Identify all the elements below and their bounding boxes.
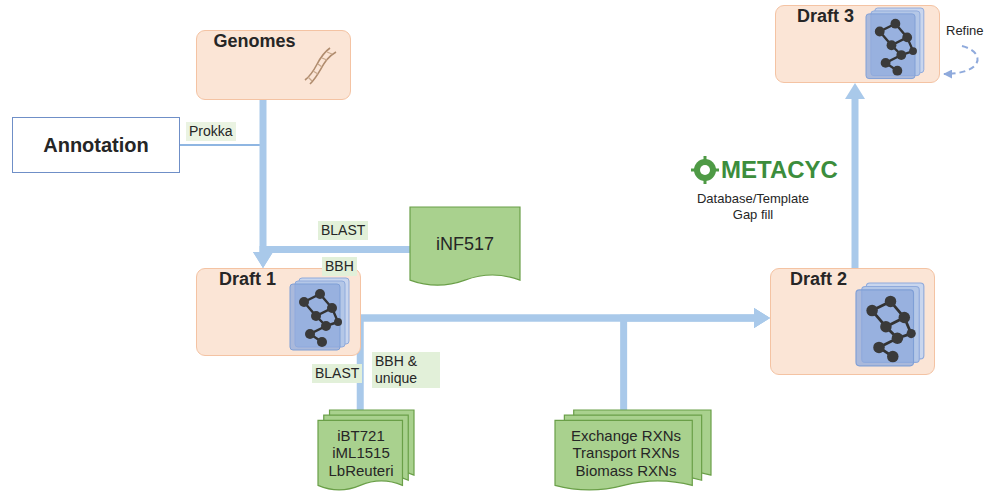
node-text: iNF517 <box>436 234 494 255</box>
flow-arrow <box>624 318 754 410</box>
text-holder: iBT721 iML1515 LbReuteri <box>318 410 414 496</box>
text-holder: Draft 3 <box>776 6 939 82</box>
dna-icon <box>305 48 336 84</box>
flow-arrow <box>180 145 263 258</box>
text-holder: Draft 1 <box>197 269 360 355</box>
draft-box: Draft 3 <box>775 5 940 83</box>
logo-text: METACYC <box>718 155 841 186</box>
refine-loop <box>944 46 978 74</box>
flow-arrow <box>852 99 859 268</box>
text-holder: Draft 2 <box>771 269 934 374</box>
draft-box: Draft 2 <box>770 268 935 375</box>
method-label: BBH <box>322 257 357 276</box>
flow-arrow <box>360 318 754 410</box>
model-document-stack: iBT721 iML1515 LbReuteri <box>318 410 414 496</box>
text-holder: Annotation <box>13 118 179 172</box>
step-label: Database/Template Gap fill <box>680 190 826 223</box>
flow-arrow <box>260 100 267 252</box>
text-holder: Exchange RXNs Transport RXNs Biomass RXN… <box>555 410 711 496</box>
flow-arrow <box>263 250 410 253</box>
node-text: Draft 1 <box>219 269 276 290</box>
document-sheet <box>318 420 402 490</box>
node-text: iBT721 iML1515 LbReuteri <box>328 427 393 479</box>
network-icon <box>856 283 924 366</box>
edge-label: BLAST <box>318 221 368 240</box>
text-holder: Genomes <box>197 31 350 99</box>
node-text: Genomes <box>213 31 295 52</box>
method-label: BBH & unique <box>372 352 440 388</box>
network-icon <box>866 8 924 79</box>
text-holder: iNF517 <box>410 207 520 292</box>
node-text: Draft 2 <box>790 269 847 290</box>
annotation-box: Annotation <box>12 117 180 173</box>
node-text: Annotation <box>43 134 149 157</box>
model-document: iNF517 <box>410 207 520 292</box>
edge-label: BLAST <box>312 364 362 383</box>
metacyc-logo-icon <box>691 156 719 184</box>
loop-label: Refine <box>943 22 987 40</box>
document-sheet <box>555 420 692 490</box>
node-text: Exchange RXNs Transport RXNs Biomass RXN… <box>565 427 687 479</box>
draft-box: Draft 1 <box>196 268 361 356</box>
genome-box: Genomes <box>196 30 351 100</box>
document-sheet <box>410 207 520 285</box>
node-text: Draft 3 <box>797 6 854 27</box>
network-icon <box>290 278 349 350</box>
reaction-document-stack: Exchange RXNs Transport RXNs Biomass RXN… <box>555 410 711 496</box>
edge-label: Prokka <box>186 122 236 141</box>
